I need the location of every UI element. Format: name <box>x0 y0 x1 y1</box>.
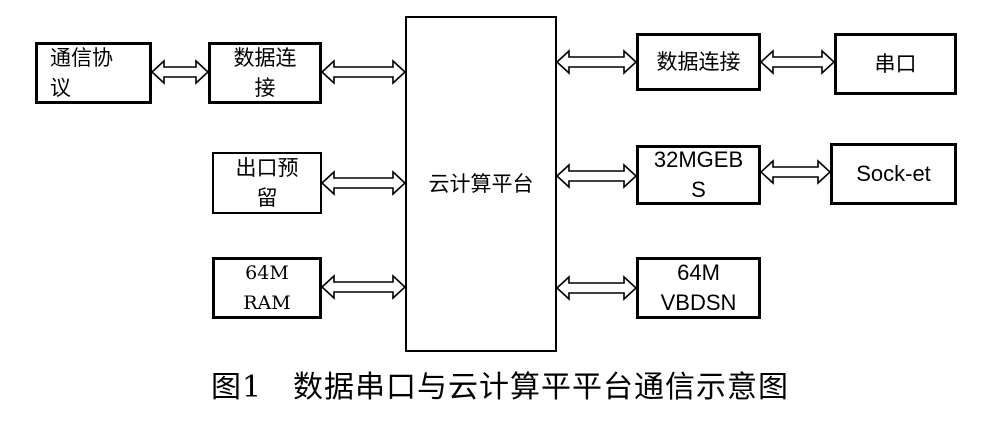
socket-box: Sock-et <box>830 143 957 205</box>
arrow-outlet-platform <box>320 170 407 196</box>
gebs-box: 32MGEB S <box>636 145 761 205</box>
arrow-ram-platform <box>320 274 407 300</box>
arrow-platform-vbdsn <box>555 275 638 301</box>
socket-label: Sock-et <box>856 161 931 186</box>
outlet-reserve-label-1: 出口预 <box>235 156 299 180</box>
arrow-platform-dataconn-right <box>555 49 638 75</box>
cloud-platform-label: 云计算平台 <box>428 172 534 196</box>
data-connection-right-box: 数据连接 <box>636 33 761 91</box>
data-connection-right-label: 数据连接 <box>656 50 741 74</box>
arrow-dataconn-platform <box>320 59 407 85</box>
vbdsn-label-2: VBDSN <box>660 290 737 315</box>
serial-port-label: 串口 <box>874 52 917 76</box>
vbdsn-label-1: 64M <box>677 260 720 285</box>
arrow-protocol-dataconn <box>150 59 210 85</box>
arrow-dataconn-serial <box>759 49 836 75</box>
serial-port-box: 串口 <box>834 33 957 95</box>
gebs-label-1: 32MGEB <box>653 147 744 172</box>
figure-caption: 图1 数据串口与云计算平平台通信示意图 <box>210 370 790 405</box>
protocol-box: 通信协 议 <box>35 42 152 104</box>
cloud-platform-box: 云计算平台 <box>405 16 557 352</box>
ram-box: 64M RAM <box>212 257 322 319</box>
ram-label-1: 64M <box>245 262 289 284</box>
data-connection-left-label-1: 数据连 <box>233 46 297 70</box>
outlet-reserve-label-2: 留 <box>256 186 278 210</box>
protocol-label-1: 通信协 <box>50 46 113 70</box>
protocol-label-2: 议 <box>50 76 71 100</box>
arrow-platform-gebs <box>555 163 638 189</box>
vbdsn-box: 64M VBDSN <box>636 257 761 319</box>
gebs-label-2: S <box>691 177 706 202</box>
data-connection-left-label-2: 接 <box>254 76 276 100</box>
outlet-reserve-box: 出口预 留 <box>212 152 322 214</box>
ram-label-2: RAM <box>243 292 291 314</box>
data-connection-left-box: 数据连 接 <box>208 42 322 104</box>
arrow-gebs-socket <box>759 159 832 185</box>
